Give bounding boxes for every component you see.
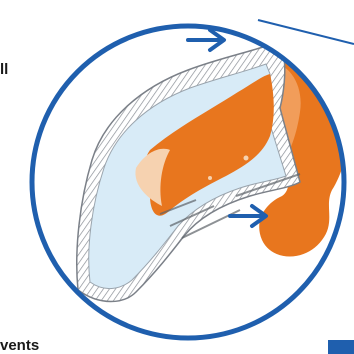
cropped-text-bottom: vents — [0, 338, 39, 353]
callout-connector-line — [258, 20, 354, 44]
corner-fragment — [328, 340, 354, 354]
cropped-text-top: ll — [0, 62, 8, 77]
